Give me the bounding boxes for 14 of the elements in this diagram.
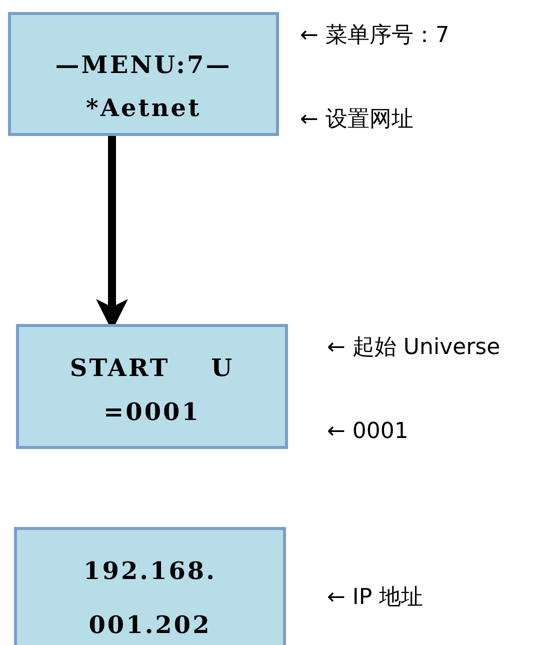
annotation: ← 0001 [327,418,408,446]
screen-text: *Aetnet [84,93,202,123]
lcd-screen [14,527,286,645]
annotation: ← IP 地址 [327,584,424,612]
screen-text: 192.168. [82,556,218,586]
lcd-screen [16,324,288,449]
annotation: ← 设置网址 [300,106,414,134]
screen-text: 001.202 [88,610,212,640]
screen-text: START U [68,353,236,383]
screen-text: =0001 [102,397,202,427]
screen-text: —MENU:7— [54,50,233,80]
annotation: ← 起始 Universe [327,334,500,362]
annotation: ← 菜单序号：7 [300,22,450,50]
lcd-screen [8,12,279,136]
